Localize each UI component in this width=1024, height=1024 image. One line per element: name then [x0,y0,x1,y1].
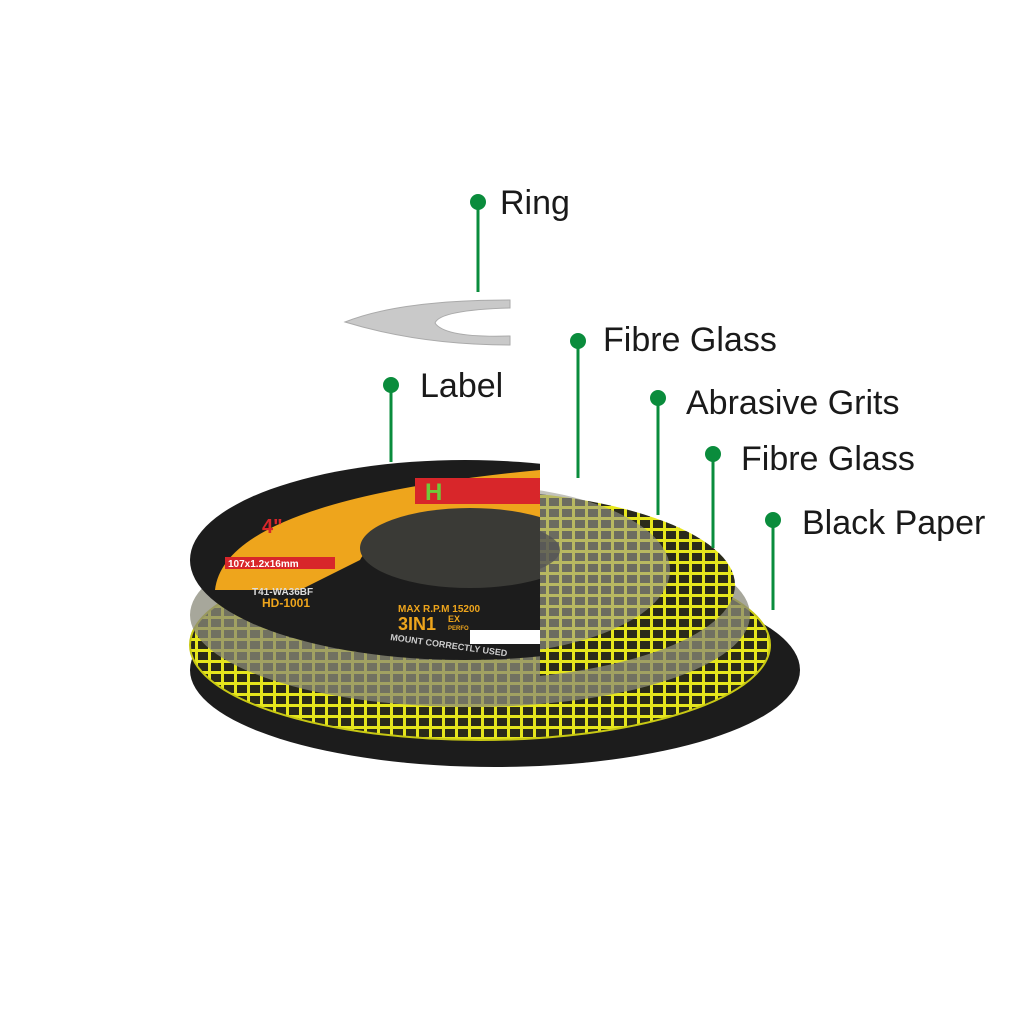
disc-product-line-suffix: EX [448,614,460,624]
svg-text:Label: Label [420,367,503,405]
callout-fibre-glass-lower: Fibre Glass [705,440,915,548]
callout-black-paper: Black Paper [765,504,985,610]
ring-part [343,299,511,346]
brand-text: H [425,479,442,506]
disc-product-line: 3IN1 [398,614,436,634]
svg-text:Ring: Ring [500,184,570,222]
svg-text:Abrasive Grits: Abrasive Grits [686,384,900,422]
brand-banner [415,478,540,504]
disc-model: HD-1001 [262,596,310,610]
disc-product-line-sub: PERFO [448,626,469,632]
disc-type-code: T41-WA36BF [252,587,313,598]
callout-label: Label [383,367,503,462]
disc-max-rpm: MAX R.P.M 15200 [398,604,481,615]
svg-text:Fibre Glass: Fibre Glass [603,321,777,359]
disc-dimensions: 107x1.2x16mm [228,559,299,570]
barcode [470,630,540,644]
callout-fibre-glass-upper: Fibre Glass [570,321,777,478]
disc-size: 4" [262,516,283,538]
callout-abrasive-grits: Abrasive Grits [650,384,900,515]
svg-text:Black Paper: Black Paper [802,504,985,542]
svg-text:Fibre Glass: Fibre Glass [741,440,915,478]
callout-ring: Ring [470,184,570,292]
